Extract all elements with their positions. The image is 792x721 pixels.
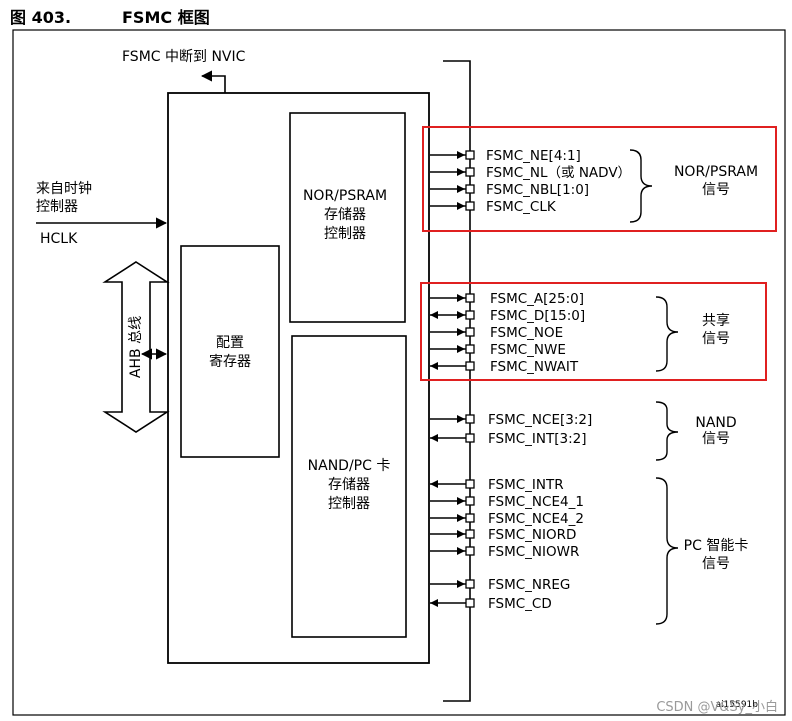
signal-pin	[465, 529, 475, 539]
figure-title: 图 403. FSMC 框图	[10, 4, 210, 28]
nand-signals-brace	[655, 401, 679, 461]
signal-pin	[465, 513, 475, 523]
signal-out-arrow	[457, 294, 465, 302]
interrupt-label: FSMC 中断到 NVIC	[122, 49, 246, 65]
signal-label: FSMC_NBL[1:0]	[486, 182, 589, 198]
signal-in-arrow	[430, 311, 438, 319]
signal-label: FSMC_NL（或 NADV）	[486, 165, 631, 181]
signal-in-arrow	[430, 480, 438, 488]
signal-pin	[465, 167, 475, 177]
signal-rows: FSMC_NE[4:1]FSMC_NL（或 NADV）FSMC_NBL[1:0]…	[430, 148, 631, 612]
nor-controller-label-2: 存储器	[324, 207, 366, 223]
signal-out-arrow	[457, 514, 465, 522]
signal-out-arrow	[457, 185, 465, 193]
signal-label: FSMC_NE[4:1]	[486, 148, 581, 164]
ahb-bus-arrow	[102, 261, 170, 433]
signal-out-arrow	[457, 328, 465, 336]
signal-label: FSMC_NREG	[488, 577, 570, 593]
signal-label: FSMC_NOE	[490, 325, 563, 341]
nor-signals-brace	[629, 149, 653, 223]
ahb-bus-label: AHB 总线	[128, 316, 144, 378]
nor-signals-highlight	[422, 126, 777, 232]
nand-controller-block	[291, 335, 407, 638]
signal-label: FSMC_INTR	[488, 477, 564, 493]
signal-out-arrow	[457, 547, 465, 555]
pc-card-group-label-2: 信号	[702, 556, 730, 572]
nand-controller-label-2: 存储器	[328, 477, 370, 493]
signal-pin	[465, 433, 475, 443]
config-registers-label-1: 配置	[216, 335, 244, 351]
signal-label: FSMC_NCE4_1	[488, 494, 584, 510]
watermark: CSDN @V&Sy_小白	[656, 699, 778, 715]
nand-controller-label-1: NAND/PC 卡	[308, 458, 391, 474]
signal-pin	[465, 184, 475, 194]
signal-label: FSMC_NCE[3:2]	[488, 412, 592, 428]
signal-pin	[465, 201, 475, 211]
signal-out-arrow	[457, 345, 465, 353]
signal-label: FSMC_INT[3:2]	[488, 431, 587, 447]
config-registers-block	[180, 245, 280, 458]
config-registers-label-2: 寄存器	[209, 353, 251, 370]
signal-label: FSMC_NIOWR	[488, 544, 579, 560]
signal-pin	[465, 598, 475, 608]
signal-label: FSMC_CLK	[486, 199, 557, 215]
signal-in-arrow	[430, 362, 438, 370]
nor-group-label-1: NOR/PSRAM	[674, 164, 758, 180]
signal-label: FSMC_NWE	[490, 342, 566, 358]
nand-group-label-2: 信号	[702, 431, 730, 447]
figure-id-tag: ai15591b	[716, 700, 759, 710]
interrupt-arrow	[200, 70, 226, 93]
signal-label: FSMC_NCE4_2	[488, 511, 584, 527]
signal-label: FSMC_D[15:0]	[490, 308, 585, 324]
signal-label: FSMC_NIORD	[488, 527, 576, 543]
clock-source-label-1: 来自时钟	[36, 180, 92, 197]
signal-out-arrow	[457, 580, 465, 588]
signal-label: FSMC_NWAIT	[490, 359, 579, 375]
nor-controller-label-1: NOR/PSRAM	[303, 188, 387, 204]
signal-in-arrow	[430, 434, 438, 442]
shared-signals-highlight	[420, 282, 767, 381]
clock-source-label-2: 控制器	[36, 199, 78, 215]
signal-out-arrow	[457, 168, 465, 176]
signal-in-arrow	[430, 599, 438, 607]
nor-controller-label-3: 控制器	[324, 226, 366, 242]
signal-out-arrow	[457, 497, 465, 505]
signal-pin	[465, 579, 475, 589]
figure-frame	[12, 29, 786, 716]
signal-pin	[465, 361, 475, 371]
signal-pin	[465, 293, 475, 303]
signal-out-arrow	[457, 415, 465, 423]
signal-pin	[465, 496, 475, 506]
signal-out-arrow	[457, 530, 465, 538]
signal-pin	[465, 310, 475, 320]
signal-pin	[465, 414, 475, 424]
hclk-label: HCLK	[40, 231, 78, 247]
signal-pin	[465, 150, 475, 160]
pc-card-signals-brace	[655, 477, 679, 625]
pc-card-group-label-1: PC 智能卡	[684, 538, 749, 554]
signal-pin	[465, 479, 475, 489]
figure-caption: FSMC 框图	[122, 8, 210, 27]
signal-label: FSMC_A[25:0]	[490, 291, 584, 307]
signal-out-arrow	[457, 151, 465, 159]
shared-signals-brace	[655, 296, 679, 372]
signal-pin	[465, 546, 475, 556]
shared-group-label-1: 共享	[702, 312, 730, 329]
signal-pin	[465, 327, 475, 337]
nor-controller-block	[289, 112, 406, 323]
signal-out-arrow	[457, 202, 465, 210]
signal-out-arrow	[457, 311, 465, 319]
nand-controller-label-3: 控制器	[328, 496, 370, 512]
figure-number: 图 403.	[10, 8, 72, 27]
signal-pin	[465, 344, 475, 354]
shared-group-label-2: 信号	[702, 331, 730, 347]
signal-label: FSMC_CD	[488, 596, 552, 612]
nor-group-label-2: 信号	[702, 182, 730, 198]
nand-group-label-1: NAND	[695, 415, 736, 431]
